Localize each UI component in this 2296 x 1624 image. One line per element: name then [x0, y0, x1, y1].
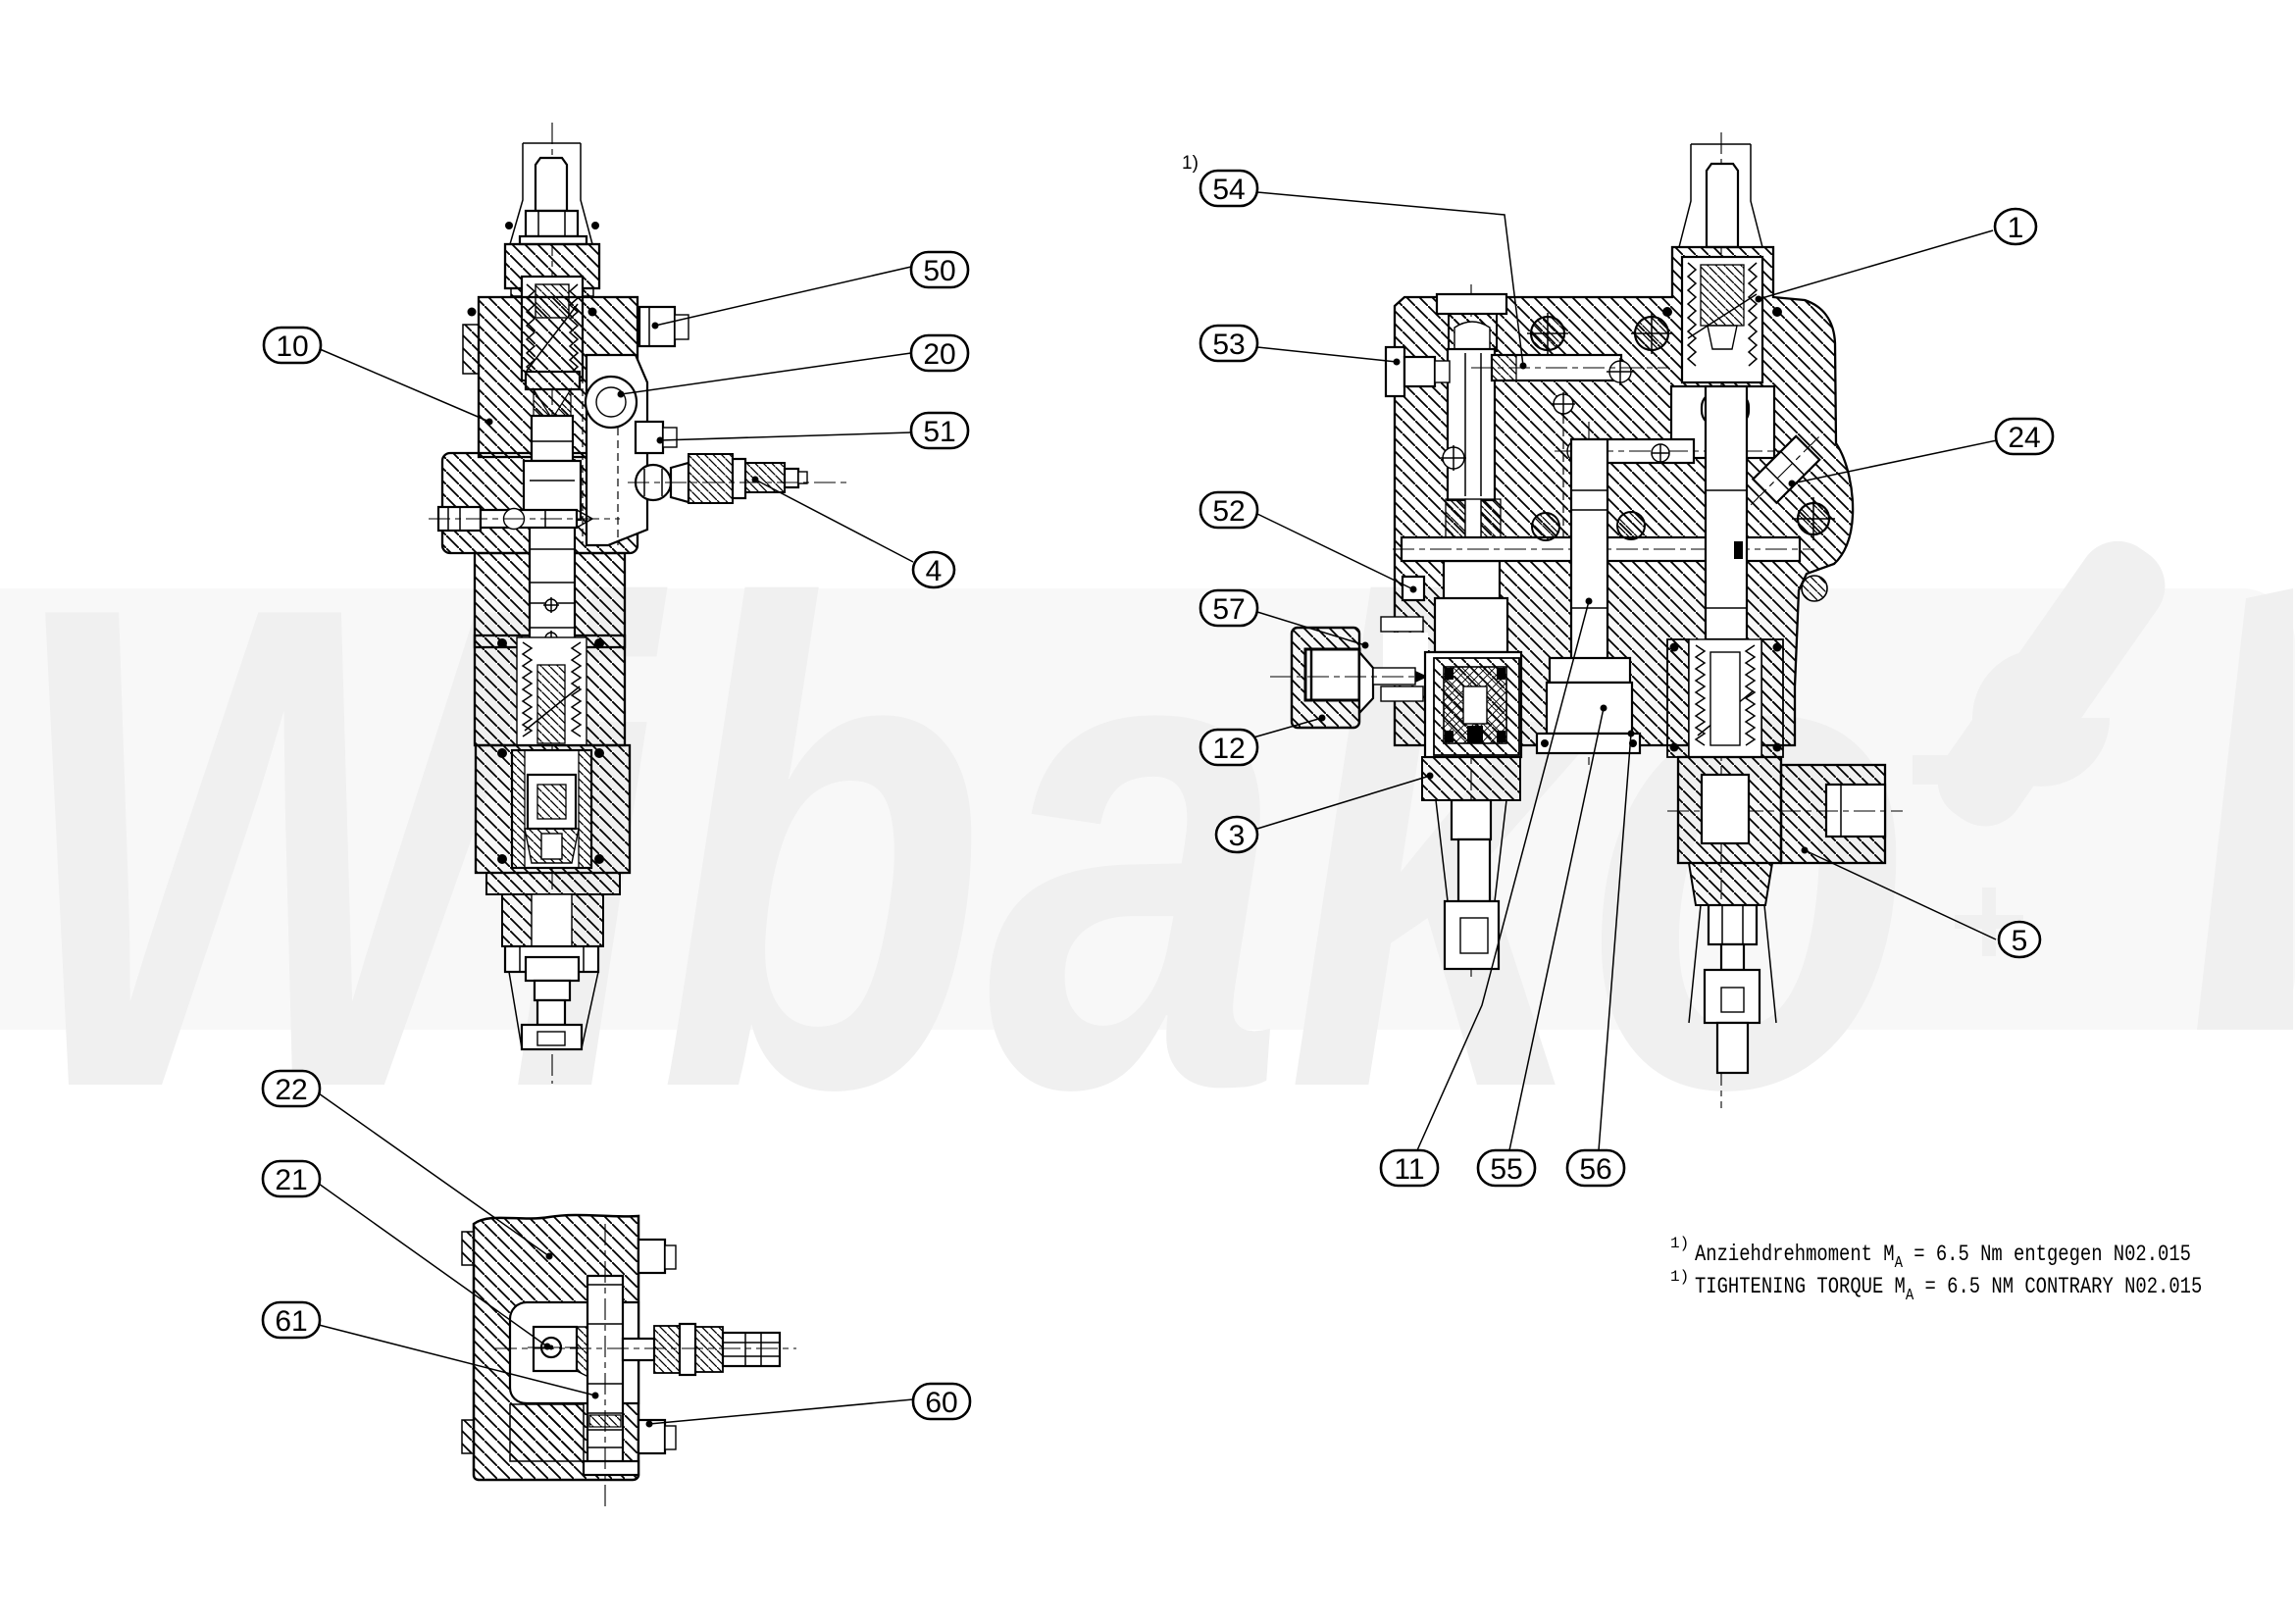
- svg-text:5: 5: [2012, 925, 2028, 957]
- svg-text:1): 1): [1670, 1268, 1689, 1286]
- svg-text:TIGHTENING TORQUE MA = 6.5 NM: TIGHTENING TORQUE MA = 6.5 NM CONTRARY N…: [1695, 1274, 2202, 1304]
- svg-text:21: 21: [275, 1164, 307, 1196]
- svg-text:50: 50: [923, 255, 955, 287]
- svg-text:54: 54: [1212, 174, 1245, 206]
- svg-text:4: 4: [926, 555, 943, 587]
- svg-text:61: 61: [275, 1305, 307, 1338]
- svg-text:51: 51: [923, 416, 955, 448]
- svg-text:24: 24: [2008, 422, 2040, 454]
- svg-text:12: 12: [1212, 733, 1245, 765]
- svg-text:52: 52: [1212, 495, 1245, 528]
- svg-text:53: 53: [1212, 329, 1245, 361]
- svg-text:1): 1): [1670, 1235, 1689, 1252]
- svg-text:20: 20: [923, 338, 955, 371]
- svg-text:57: 57: [1212, 593, 1245, 626]
- svg-text:3: 3: [1229, 820, 1246, 852]
- svg-text:22: 22: [275, 1074, 307, 1106]
- svg-text:1: 1: [2008, 212, 2024, 244]
- svg-text:56: 56: [1579, 1153, 1611, 1186]
- svg-text:60: 60: [925, 1387, 957, 1419]
- svg-text:55: 55: [1490, 1153, 1522, 1186]
- svg-text:1): 1): [1182, 153, 1199, 174]
- svg-text:Anziehdrehmoment MA = 6.5 Nm e: Anziehdrehmoment MA = 6.5 Nm entgegen N0…: [1695, 1242, 2191, 1272]
- svg-text:10: 10: [276, 330, 308, 363]
- svg-text:11: 11: [1394, 1153, 1424, 1186]
